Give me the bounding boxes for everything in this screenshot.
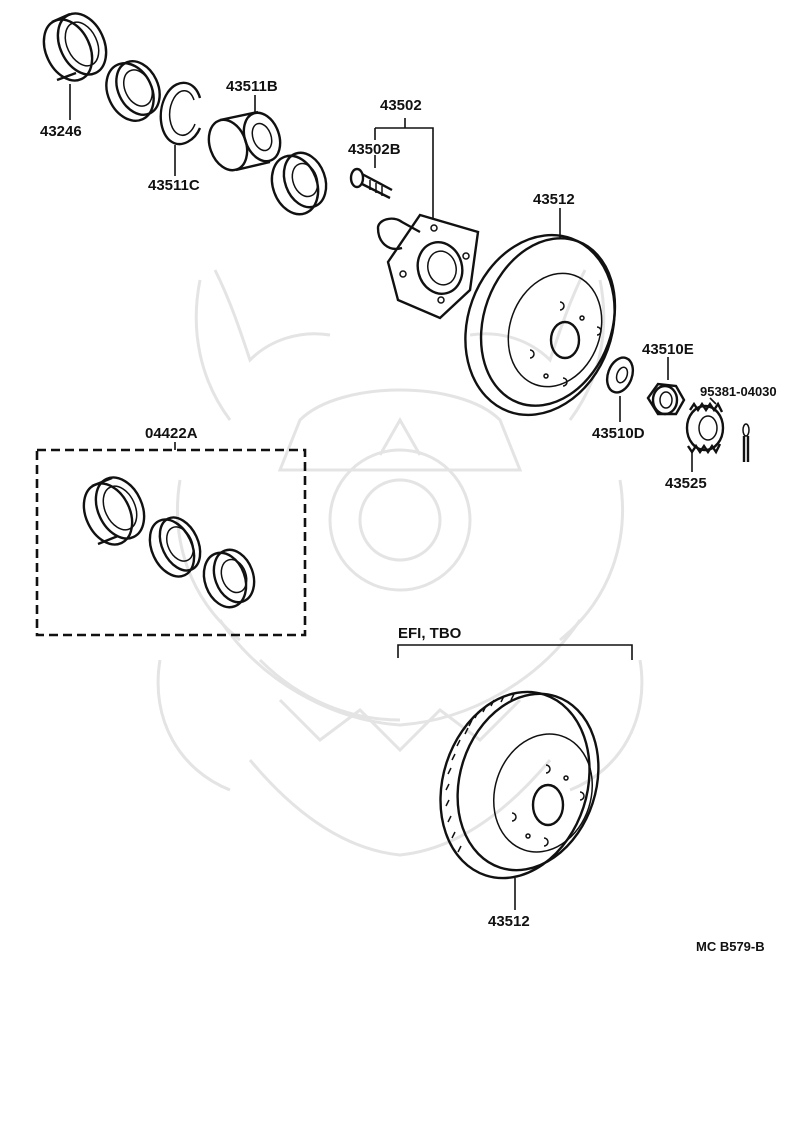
hub-nut-43510E[interactable] [646, 382, 686, 416]
watermark-logo [156, 269, 644, 857]
reference-code: MC B579-B [696, 939, 765, 954]
label-43246: 43246 [40, 123, 82, 140]
cotter-pin-95381-04030[interactable] [742, 423, 750, 462]
hub-bolt-43502B[interactable] [349, 167, 393, 200]
oil-seal-43246[interactable] [35, 6, 116, 89]
bearing-kit-04422A[interactable] [75, 470, 262, 613]
bearing-kit-box [35, 448, 307, 637]
bearing-outer-race[interactable] [97, 54, 168, 128]
label-43512-bottom: 43512 [488, 913, 530, 930]
bearing-inner[interactable] [264, 147, 333, 221]
label-43510E: 43510E [642, 341, 694, 358]
variant-label: EFI, TBO [398, 625, 462, 642]
label-43502: 43502 [380, 97, 422, 114]
label-43502B: 43502B [348, 141, 401, 158]
label-04422A: 04422A [145, 425, 198, 442]
label-95381-04030: 95381-04030 [700, 384, 777, 399]
axle-hub-43502[interactable] [376, 213, 480, 320]
label-43512-top: 43512 [533, 191, 575, 208]
label-43511B: 43511B [226, 78, 278, 95]
leader-95381 [709, 397, 717, 405]
label-43510D: 43510D [592, 425, 645, 442]
washer-43510D[interactable] [603, 354, 638, 396]
nut-lock-cap-43525[interactable] [685, 401, 725, 455]
variant-bracket [397, 644, 633, 660]
vented-disc-rotor-43512[interactable] [417, 672, 620, 897]
label-43525: 43525 [665, 475, 707, 492]
disc-rotor-43512-top[interactable] [441, 214, 639, 436]
spacer-43511B[interactable] [202, 108, 286, 176]
snap-ring-43511C[interactable] [159, 81, 202, 146]
leader-43502 [374, 118, 434, 218]
label-43511C: 43511C [148, 177, 200, 194]
